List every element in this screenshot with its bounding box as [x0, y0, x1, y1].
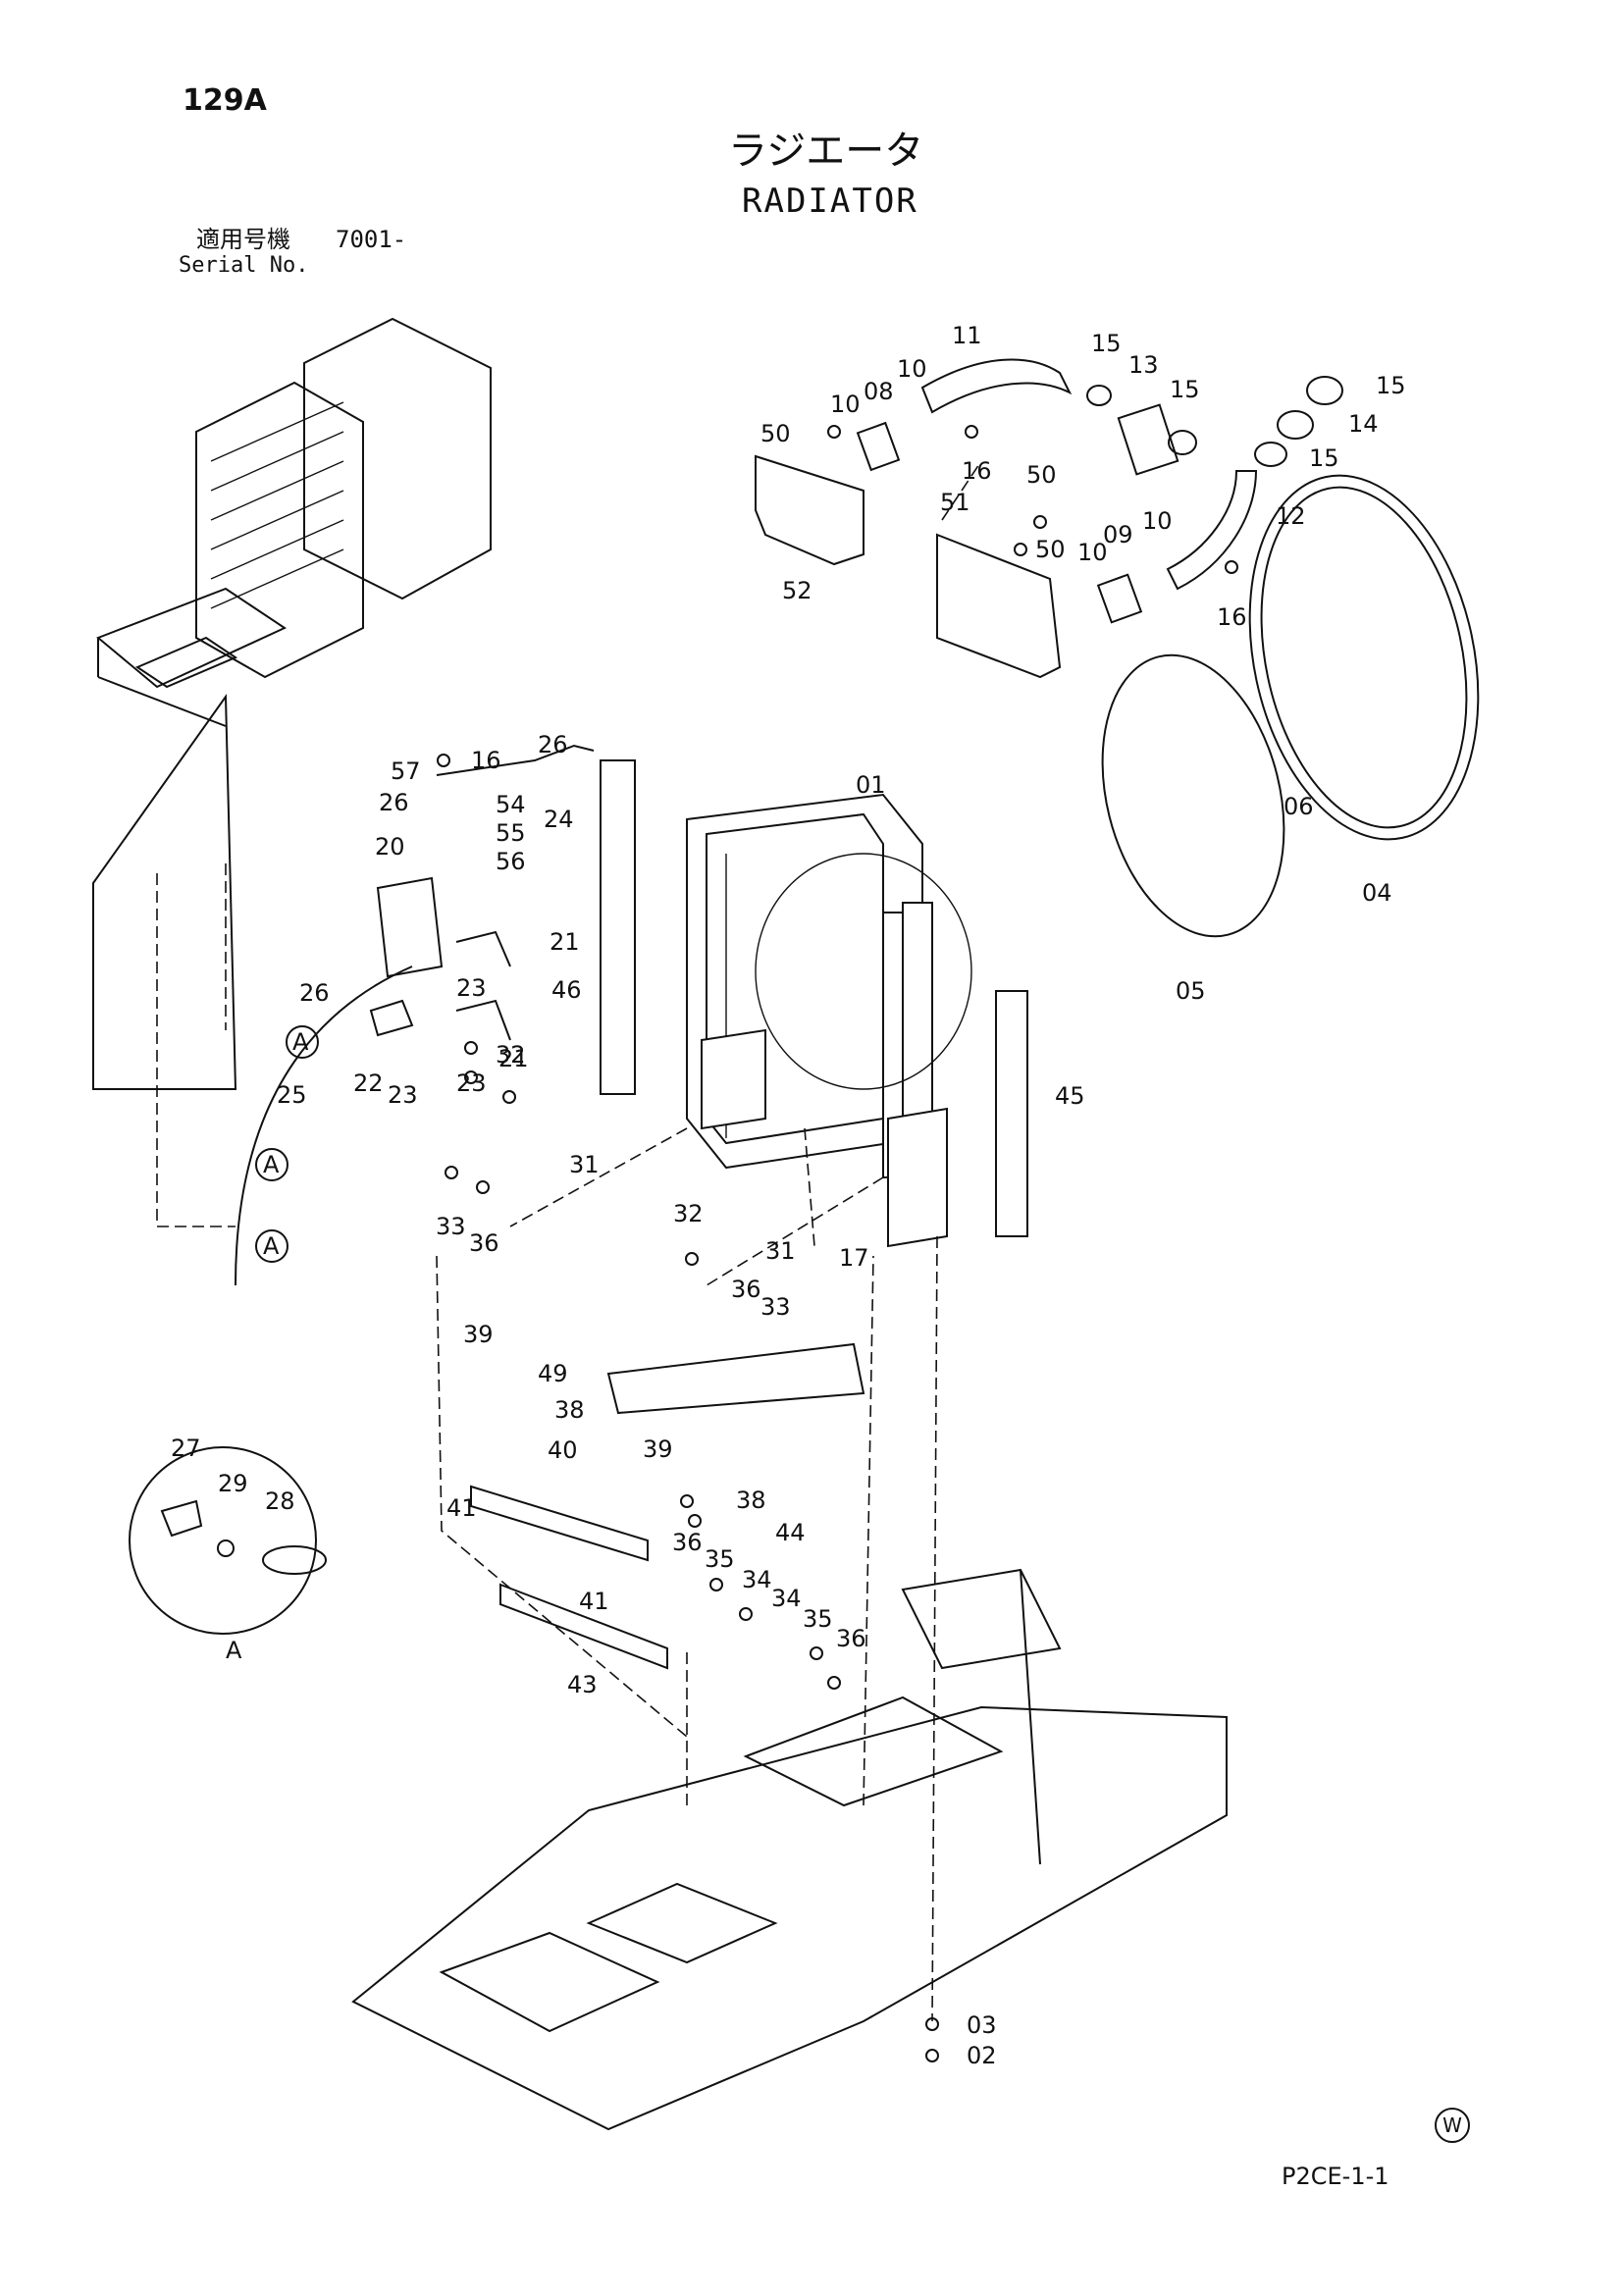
callout-31b: 31 [765, 1237, 796, 1265]
upper-frame [351, 1568, 1228, 2131]
callout-32b: 32 [673, 1200, 704, 1227]
callout-23b: 23 [388, 1081, 418, 1109]
callout-45: 45 [1055, 1082, 1085, 1110]
callout-20: 20 [375, 833, 405, 861]
callout-15b: 15 [1170, 376, 1200, 403]
callout-16b: 16 [1217, 603, 1247, 631]
callout-14: 14 [1348, 410, 1379, 438]
assembly-lines [156, 460, 982, 2022]
callout-10a: 10 [830, 391, 861, 418]
ref-circles [255, 1025, 319, 1263]
callout-39b: 39 [643, 1435, 673, 1463]
callout-01: 01 [856, 771, 886, 799]
callout-32a: 32 [496, 1041, 526, 1069]
callout-12: 12 [1276, 502, 1306, 530]
callout-ref-a-2: A [263, 1151, 280, 1178]
callout-36c: 36 [672, 1529, 703, 1556]
callout-17: 17 [839, 1244, 869, 1272]
callout-54: 54 [496, 791, 526, 818]
callout-09: 09 [1103, 521, 1133, 548]
serial-label-japanese: 適用号機 [196, 226, 290, 253]
callout-41b: 41 [579, 1588, 609, 1615]
callout-50c: 50 [1035, 536, 1066, 563]
callout-26a: 26 [538, 731, 568, 758]
callout-08: 08 [864, 378, 894, 405]
callout-35b: 35 [803, 1605, 833, 1633]
callout-26c: 26 [299, 979, 330, 1007]
callout-15c: 15 [1376, 372, 1406, 399]
callout-15d: 15 [1309, 444, 1339, 472]
callout-46: 46 [551, 976, 582, 1004]
callout-31a: 31 [569, 1151, 600, 1178]
callout-36b: 36 [731, 1276, 761, 1303]
callout-55: 55 [496, 819, 526, 847]
callout-43: 43 [567, 1671, 598, 1698]
callout-16c: 16 [471, 747, 501, 774]
page-title: RADIATOR [742, 182, 918, 221]
radiator-core [686, 793, 972, 1248]
callout-ref-a-3: A [263, 1232, 280, 1260]
callout-06: 06 [1283, 793, 1314, 820]
serial-number-value: 7001- [336, 226, 407, 253]
callout-34a: 34 [742, 1566, 772, 1593]
callout-13: 13 [1128, 351, 1159, 379]
callout-23c: 23 [456, 1070, 487, 1097]
page-number: 129A [183, 83, 267, 118]
callout-11: 11 [952, 322, 982, 349]
callout-34b: 34 [771, 1585, 802, 1612]
callout-50a: 50 [760, 420, 791, 447]
callout-36a: 36 [469, 1229, 499, 1257]
serial-label: Serial No. [179, 253, 309, 278]
callout-51: 51 [940, 489, 970, 516]
callout-39a: 39 [463, 1321, 494, 1348]
callout-15a: 15 [1091, 330, 1122, 357]
part-callouts: 01 02 03 04 05 06 08 09 10 10 10 10 11 1… [171, 322, 1406, 2069]
callout-33b: 33 [760, 1293, 791, 1321]
callout-02: 02 [967, 2042, 997, 2069]
callout-21a: 21 [550, 928, 580, 956]
bolts [437, 425, 1238, 2062]
callout-ref-a-1: A [292, 1028, 309, 1056]
callout-16a: 16 [962, 457, 992, 485]
callout-25: 25 [277, 1081, 307, 1109]
brackets [470, 454, 1062, 1670]
callout-44: 44 [775, 1519, 806, 1546]
callout-23a: 23 [456, 974, 487, 1002]
page-title-japanese: ラジエータ [728, 129, 924, 174]
reserve-tank [235, 744, 595, 1286]
hoses [856, 358, 1343, 624]
callout-49: 49 [538, 1360, 568, 1387]
callout-10d: 10 [1142, 507, 1173, 535]
callout-52: 52 [782, 577, 812, 604]
callout-22: 22 [353, 1070, 384, 1097]
callout-27: 27 [171, 1435, 201, 1462]
machine-thumbnail [92, 317, 492, 1090]
callout-05: 05 [1176, 977, 1206, 1005]
detail-view-a [129, 1446, 327, 1635]
callout-03: 03 [967, 2011, 997, 2039]
callout-35a: 35 [705, 1545, 735, 1573]
watermark-logo: W [1435, 2108, 1470, 2143]
callout-38b: 38 [736, 1487, 766, 1514]
callout-41a: 41 [446, 1494, 477, 1522]
callout-21b: 21 [498, 1045, 529, 1072]
callout-57: 57 [391, 757, 421, 785]
callout-38a: 38 [554, 1396, 585, 1424]
callout-33a: 33 [436, 1213, 466, 1240]
callout-36d: 36 [836, 1625, 866, 1652]
callout-24: 24 [544, 806, 574, 833]
fan-shroud [1101, 474, 1480, 938]
callout-10b: 10 [897, 355, 927, 383]
callout-detail-a: A [226, 1637, 242, 1664]
callout-40: 40 [548, 1436, 578, 1464]
callout-10c: 10 [1077, 539, 1108, 566]
callout-56: 56 [496, 848, 526, 875]
callout-28: 28 [265, 1487, 295, 1515]
drawing-code: P2CE-1-1 [1282, 2163, 1389, 2190]
callout-50b: 50 [1026, 461, 1057, 489]
callout-04: 04 [1362, 879, 1392, 907]
callout-29: 29 [218, 1470, 248, 1497]
callout-26b: 26 [379, 789, 409, 816]
